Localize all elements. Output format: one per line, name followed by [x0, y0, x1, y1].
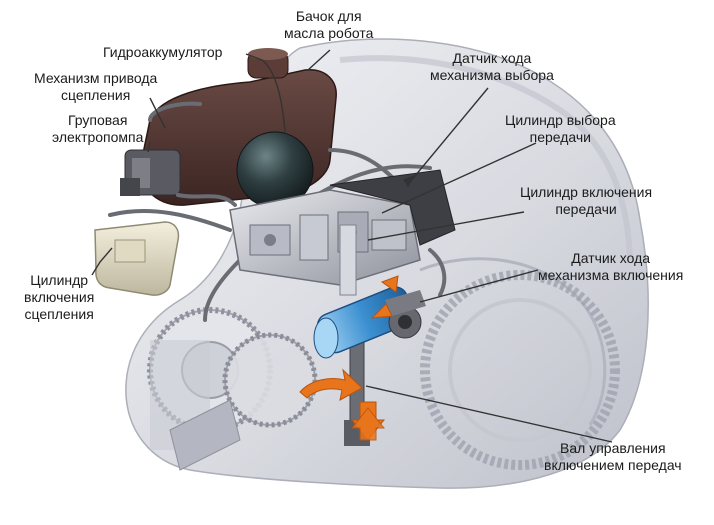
label-line: Бачок для — [295, 8, 362, 24]
label-line: включением передач — [544, 457, 682, 473]
label-line: Гидроаккумулятор — [103, 44, 223, 60]
label-line: сцепления — [24, 306, 94, 322]
label-line: передачи — [555, 201, 617, 217]
label-line: включения — [24, 289, 95, 305]
label-line: Цилиндр включения — [520, 184, 653, 200]
motion-arrows — [299, 275, 399, 441]
leader-lines — [91, 49, 613, 443]
label-line: Датчик хода — [452, 50, 532, 66]
label-line: передачи — [529, 129, 592, 145]
electro-pump — [120, 149, 181, 196]
label-shift-shaft: Вал управления включением передач — [544, 440, 682, 474]
label-select-cylinder: Цилиндр выбора передачи — [505, 112, 616, 146]
label-line: Груповая — [67, 112, 128, 128]
label-clutch-drive: Механизм привода сцепления — [34, 70, 157, 104]
label-line: Вал управления — [560, 440, 666, 456]
label-line: механизма включения — [538, 267, 684, 283]
label-line: Цилиндр выбора — [505, 112, 616, 128]
label-line: Механизм привода — [34, 70, 158, 86]
label-select-travel-sensor: Датчик хода механизма выбора — [430, 50, 554, 84]
label-hydro-accumulator: Гидроаккумулятор — [103, 44, 222, 61]
label-line: Датчик хода — [571, 250, 651, 266]
label-line: масла робота — [284, 25, 374, 41]
select-cylinder-body — [339, 224, 357, 296]
label-line: электропомпа — [52, 129, 144, 145]
label-engage-cylinder: Цилиндр включения передачи — [520, 184, 652, 218]
label-engage-travel-sensor: Датчик хода механизма включения — [538, 250, 683, 284]
label-electro-pump: Груповая электропомпа — [52, 112, 143, 146]
engage-travel-sensor-body — [385, 290, 426, 339]
label-line: механизма выбора — [430, 67, 554, 83]
label-line: сцепления — [61, 87, 131, 103]
rear-actuator-block — [329, 169, 456, 246]
clutch-cylinder-body — [94, 221, 180, 296]
label-clutch-cylinder: Цилиндр включения сцепления — [24, 272, 94, 323]
label-oil-tank: Бачок для масла робота — [284, 8, 373, 42]
label-line: Цилиндр — [30, 272, 89, 288]
